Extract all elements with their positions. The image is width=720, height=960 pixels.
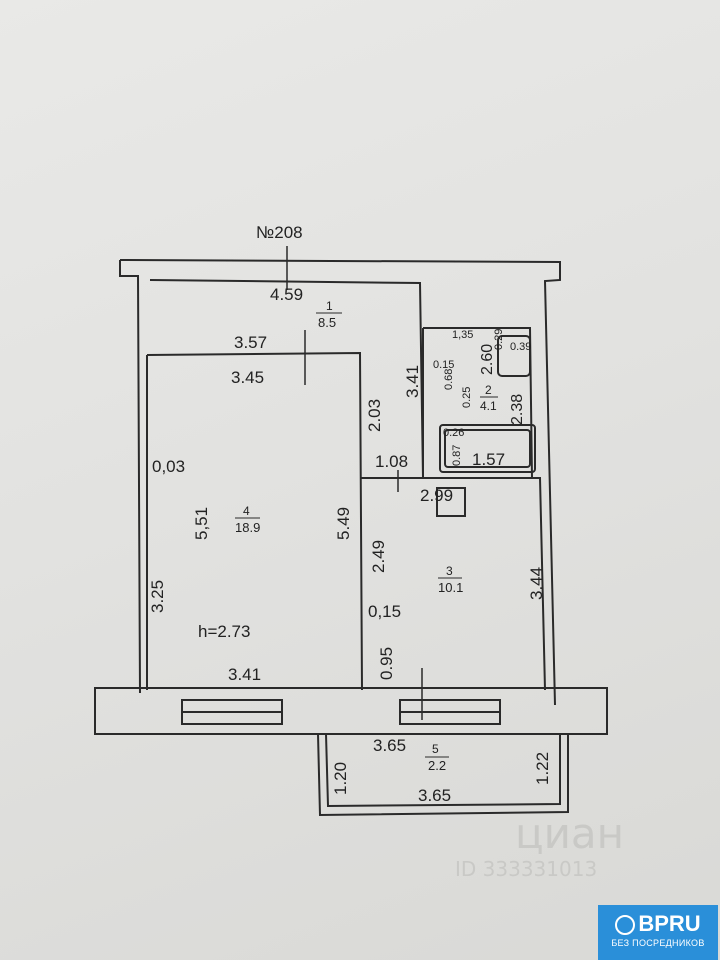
dim-2-49: 2.49 <box>369 540 388 573</box>
room-2-number: 2 <box>485 383 492 397</box>
dim-0-87: 0.87 <box>451 445 463 466</box>
watermark-id: ID 333331013 <box>455 857 597 881</box>
dim-3-65-bottom: 3.65 <box>418 786 451 805</box>
bpru-logo: BPRU <box>598 911 718 936</box>
dim-2-38: 2.38 <box>509 394 526 425</box>
dim-3-41-bottom: 3.41 <box>228 665 261 684</box>
dim-4-59: 4.59 <box>270 285 303 304</box>
dim-3-41-top: 3.41 <box>403 365 422 398</box>
bpru-badge: BPRU БЕЗ ПОСРЕДНИКОВ <box>598 905 718 960</box>
ceiling-height: h=2.73 <box>198 622 250 641</box>
dim-3-45: 3.45 <box>231 368 264 387</box>
dim-5-51: 5,51 <box>192 507 211 540</box>
dim-0-26: 0.26 <box>443 427 464 439</box>
dim-2-03: 2.03 <box>365 399 384 432</box>
dim-1-08: 1.08 <box>375 452 408 471</box>
dim-1-35: 1,35 <box>452 329 473 341</box>
bpru-subtitle: БЕЗ ПОСРЕДНИКОВ <box>611 938 705 949</box>
dim-0-29: 0.29 <box>493 329 505 350</box>
dim-2-99: 2.99 <box>420 486 453 505</box>
dim-0-25: 0.25 <box>461 387 473 408</box>
room-4-area: 18.9 <box>235 520 260 535</box>
dim-1-57: 1.57 <box>472 450 505 469</box>
room-4-number: 4 <box>243 504 250 518</box>
dim-0-68: 0.68 <box>443 369 455 390</box>
dim-2-60: 2.60 <box>479 344 496 375</box>
dim-1-22: 1.22 <box>533 752 552 785</box>
dim-3-65-top: 3.65 <box>373 736 406 755</box>
room-2-area: 4.1 <box>480 399 497 413</box>
dim-5-49: 5.49 <box>334 507 353 540</box>
people-icon <box>615 915 636 936</box>
room-5-number: 5 <box>432 742 439 756</box>
dim-1-20: 1.20 <box>331 762 350 795</box>
room-1-number: 1 <box>326 299 333 313</box>
dim-0-15-bath: 0.15 <box>433 359 454 371</box>
room-3-area: 10.1 <box>438 580 463 595</box>
dim-0-39: 0.39 <box>510 341 531 353</box>
bpru-brand: BPRU <box>638 911 701 936</box>
dim-3-25: 3.25 <box>148 580 167 613</box>
apartment-number: №208 <box>256 223 303 242</box>
dim-0-03: 0,03 <box>152 457 185 476</box>
room-3-number: 3 <box>446 564 453 578</box>
dim-0-95: 0.95 <box>377 647 396 680</box>
watermark-brand: циан <box>515 809 624 858</box>
dim-3-44: 3.44 <box>527 567 546 600</box>
dim-3-57: 3.57 <box>234 333 267 352</box>
room-1-area: 8.5 <box>318 315 336 330</box>
room-5-area: 2.2 <box>428 758 446 773</box>
dim-0-15-kitchen: 0,15 <box>368 602 401 621</box>
